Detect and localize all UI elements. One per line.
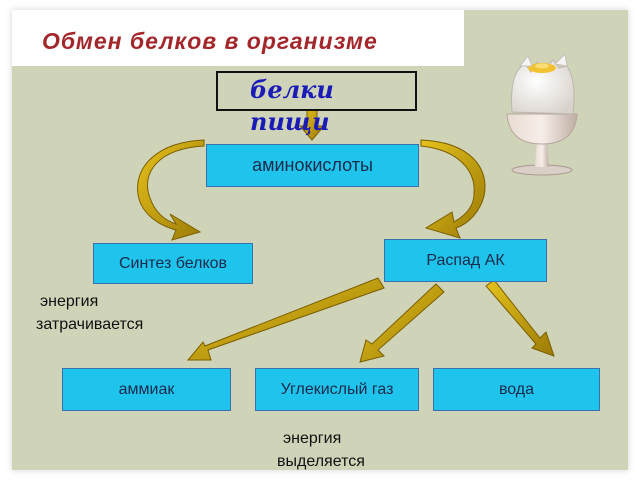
water-label: вода (498, 380, 535, 398)
food-proteins-label: белки пищи (250, 75, 334, 136)
protein-synthesis-label: Синтез белков (118, 254, 228, 272)
arrow-to-water (485, 279, 555, 357)
ammonia-box: аммиак (62, 368, 231, 411)
aa-breakdown-label: Распад АК (426, 251, 505, 269)
protein-synthesis-box: Синтез белков (93, 243, 253, 284)
energy-spent-note: энергия затрачивается (36, 290, 186, 336)
amino-acids-box: аминокислоты (206, 144, 419, 187)
arrow-to-ammonia (186, 277, 385, 361)
arrow-amino-to-breakdown (420, 139, 486, 239)
egg-cup-icon (506, 52, 578, 176)
title-box: Обмен белков в организме (12, 10, 464, 66)
arrow-to-co2 (359, 283, 445, 363)
energy-spent-line1: энергия (40, 293, 99, 310)
arrow-amino-to-synthesis (137, 139, 205, 241)
carbon-dioxide-box: Углекислый газ (255, 368, 419, 411)
arrow-food-to-amino (298, 109, 326, 141)
water-box: вода (433, 368, 600, 411)
amino-acids-label: аминокислоты (252, 155, 373, 175)
ammonia-label: аммиак (118, 380, 175, 398)
carbon-dioxide-label: Углекислый газ (280, 380, 394, 398)
page-title: Обмен белков в организме (42, 28, 378, 54)
energy-released-note: энергия выделяется (277, 427, 407, 473)
energy-released-line1: энергия (283, 430, 342, 447)
energy-released-line2: выделяется (277, 453, 365, 470)
energy-spent-line2: затрачивается (36, 316, 144, 333)
aa-breakdown-box: Распад АК (384, 239, 547, 282)
food-proteins-box (216, 71, 417, 111)
